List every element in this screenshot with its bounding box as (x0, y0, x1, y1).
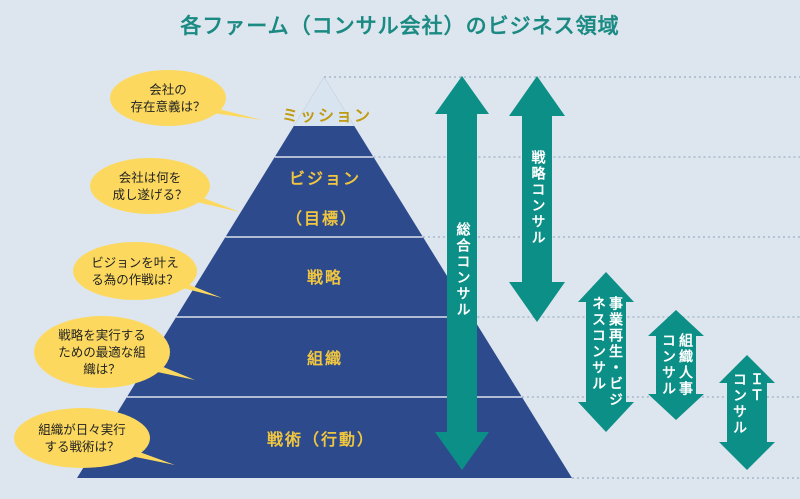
layer-label-organization: 組織 (306, 349, 344, 368)
arrow-label-general: 総合コンサル (454, 222, 471, 318)
speech-bubble-1 (90, 158, 210, 214)
speech-bubble-3 (34, 316, 170, 388)
bubble-text-organization: 戦略を実行する ための最適な組 織は？ (58, 327, 146, 377)
page-title: 各ファーム（コンサル会社）のビジネス領域 (180, 14, 620, 38)
layer-label-vision-sub: （目標） (285, 209, 359, 228)
speech-bubble-4 (14, 408, 150, 468)
layer-label-vision: ビジョン (288, 169, 362, 188)
arrow-label-it: ＩＴ コンサル (731, 372, 764, 436)
arrow-label-business: 事業再生・ビジ ネスコンサル (590, 296, 623, 408)
layer-label-strategy: 戦略 (306, 268, 344, 287)
bubble-text-strategy: ビジョンを叶え る為の作戦は？ (91, 255, 179, 287)
bubble-text-mission: 会社の 存在意義は？ (130, 82, 206, 114)
bubble-text-tactics: 組織が日々実行 する戦術は？ (38, 422, 126, 454)
pyramid-apex (293, 77, 355, 126)
speech-bubble-2 (73, 242, 197, 300)
bubble-text-vision: 会社は何を 成し遂げる？ (112, 170, 188, 202)
arrow-it-consulting (719, 355, 775, 470)
arrow-hr-consulting (648, 310, 704, 420)
arrow-label-hr: 組織人事 コンサル (660, 333, 693, 397)
speech-bubble-0 (110, 70, 226, 126)
layer-label-tactics: 戦術（行動） (266, 430, 376, 449)
layer-label-mission: ミッション (281, 106, 373, 125)
arrow-general-consulting (435, 76, 489, 470)
arrow-business-consulting (578, 272, 634, 432)
arrow-strategy-consulting (509, 76, 565, 322)
arrow-label-strategy: 戦略コンサル (529, 150, 546, 246)
